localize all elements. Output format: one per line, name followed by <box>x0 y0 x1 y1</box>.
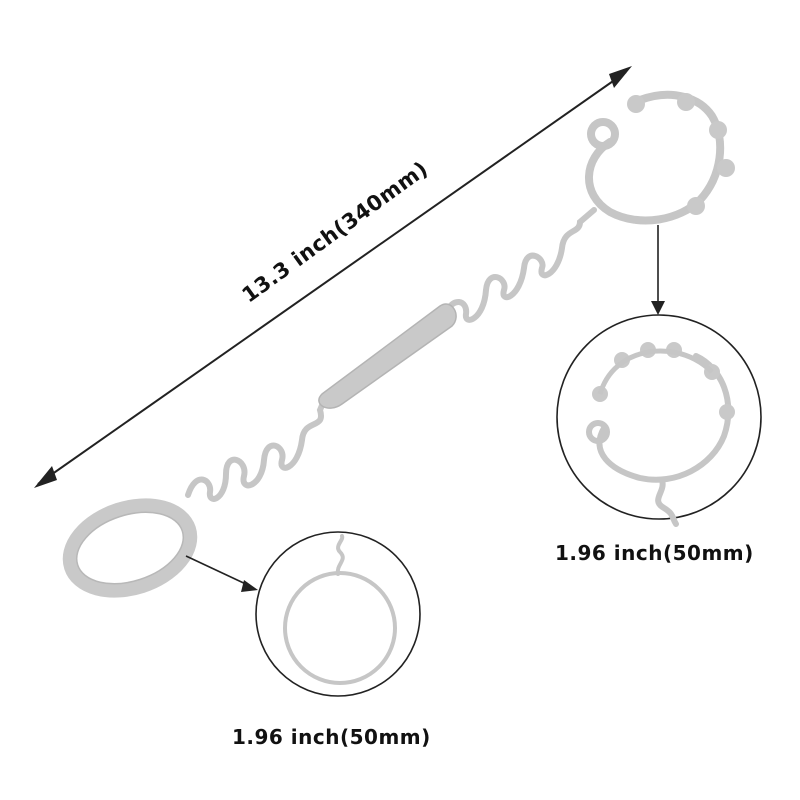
leash-cord <box>185 207 597 502</box>
ring-diameter-label: 1.96 inch(50mm) <box>232 725 431 749</box>
clip-detail-circle <box>556 314 762 527</box>
clip-diameter-label: 1.96 inch(50mm) <box>555 541 754 565</box>
clip-beads <box>627 93 735 215</box>
pointer-arrow-ring <box>185 555 258 592</box>
ring-detail-circle <box>255 531 421 697</box>
pointer-arrow-clip <box>651 225 665 315</box>
length-dimension-arrow <box>34 66 632 488</box>
ring-band <box>62 498 198 598</box>
center-sleeve <box>318 303 457 409</box>
